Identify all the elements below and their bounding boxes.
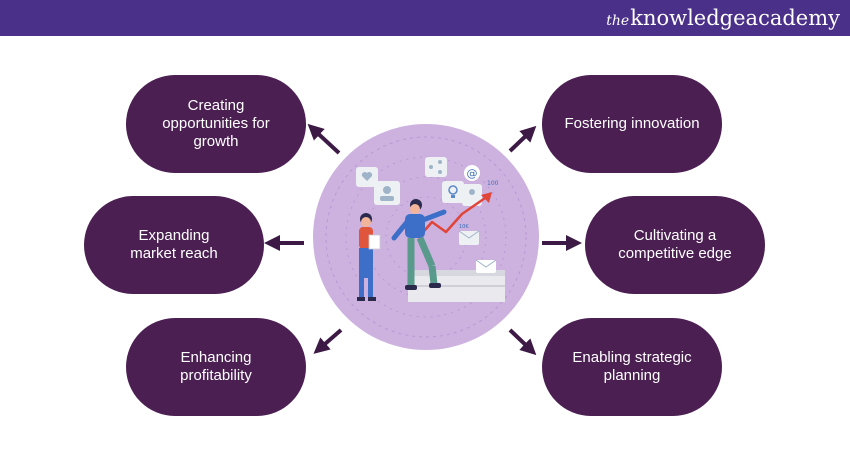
benefit-line: Cultivating a: [633, 227, 717, 244]
benefit-line: Enabling strategic: [572, 349, 692, 366]
chart-sublabel: 10K: [459, 224, 469, 230]
benefit-expanding-market-reach: Expanding market reach: [84, 196, 264, 294]
benefit-line: Fostering innovation: [564, 115, 700, 132]
benefit-line: Enhancing: [180, 349, 252, 366]
benefit-line: growth: [193, 133, 239, 150]
benefit-creating-opportunities: Creating opportunities for growth: [126, 75, 306, 173]
bulb-icon: [442, 181, 464, 203]
benefit-enhancing-profitability: Enhancing profitability: [126, 318, 306, 416]
growth-arrow: [417, 194, 489, 239]
benefit-line: competitive edge: [618, 245, 732, 262]
benefit-line: Creating: [187, 97, 245, 114]
woman-figure: [357, 213, 381, 301]
benefit-line: opportunities for: [162, 115, 270, 132]
brand-logo: theknowledgeacademy: [606, 6, 840, 30]
at-icon: [464, 165, 480, 181]
benefit-fostering-innovation: Fostering innovation: [542, 75, 722, 173]
benefit-strategic-planning: Enabling strategic planning: [542, 318, 722, 416]
benefit-line: profitability: [180, 367, 252, 384]
benefit-line: Expanding: [138, 227, 210, 244]
benefit-competitive-edge: Cultivating a competitive edge: [585, 196, 765, 294]
man-figure: [391, 199, 447, 290]
benefit-line: market reach: [130, 245, 218, 262]
svg-text:@: @: [467, 167, 478, 180]
arrow-to-strategic-planning: [508, 328, 537, 356]
arrow-to-profitability: [313, 328, 343, 354]
benefit-line: planning: [603, 367, 661, 384]
arrow-to-growth: [307, 123, 341, 155]
chart-label: 100: [487, 180, 499, 187]
header-bar: theknowledgeacademy: [0, 0, 850, 36]
arrow-to-innovation: [508, 125, 537, 153]
